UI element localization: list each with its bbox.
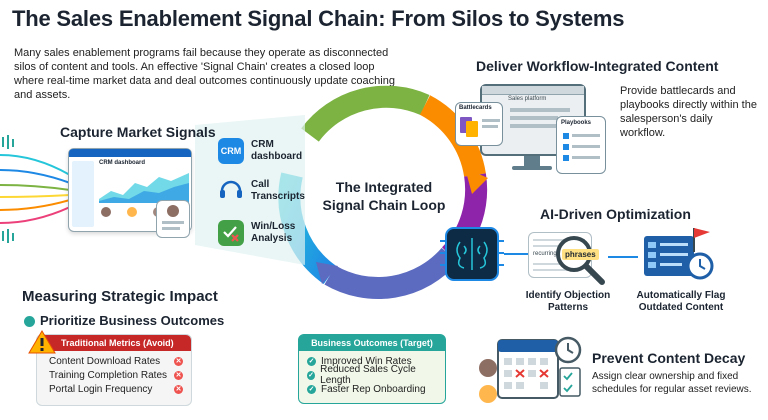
signal-waves-graphic	[0, 135, 70, 243]
loop-arrow-head	[465, 168, 488, 194]
recurring-word: recurring	[533, 251, 557, 257]
brain-chip-icon	[440, 227, 504, 281]
crm-contact-card	[156, 200, 190, 238]
impact-bullet-dot	[24, 316, 35, 327]
x-mark-icon: ✕	[174, 384, 183, 394]
business-item: ✓Improved Win Rates	[307, 355, 412, 367]
impact-heading: Measuring Strategic Impact	[22, 288, 218, 305]
business-item: ✓Faster Rep Onboarding	[307, 383, 426, 395]
business-title: Business Outcomes (Target)	[299, 335, 445, 351]
phrases-highlight: phrases	[562, 249, 599, 260]
crm-dashboard-mock: CRM dashboard	[68, 148, 192, 232]
flagged-content-icon	[644, 228, 714, 280]
capture-heading: Capture Market Signals	[60, 124, 216, 140]
brain-connector	[504, 253, 528, 255]
loop-segment-bottom	[324, 247, 459, 299]
ai-caption-objections: Identify Objection Patterns	[525, 290, 611, 313]
platform-label: Sales platform	[508, 96, 547, 102]
dashboard-header-bar	[69, 149, 191, 157]
check-icon: ✓	[307, 370, 316, 380]
magnifier-icon	[556, 236, 605, 285]
battlecards-card: Battlecards	[455, 102, 503, 146]
source-label-winloss: Win/Loss Analysis	[251, 221, 296, 244]
source-label-crm: CRM dashboard	[251, 139, 303, 162]
decay-heading: Prevent Content Decay	[592, 350, 746, 366]
calendar-schedule-icon	[479, 336, 582, 403]
dashboard-avatar	[127, 207, 137, 217]
deliver-heading: Deliver Workflow-Integrated Content	[476, 58, 719, 74]
check-icon: ✓	[307, 356, 316, 366]
deliver-description: Provide battlecards and playbooks direct…	[620, 85, 757, 139]
monitor-stand	[524, 156, 540, 166]
dashboard-sidebar	[72, 161, 94, 227]
traditional-metrics-panel: Traditional Metrics (Avoid) Content Down…	[36, 334, 192, 406]
ai-connector	[608, 256, 638, 258]
crm-icon: CRM	[218, 138, 244, 164]
x-mark-icon: ✕	[174, 370, 183, 380]
check-icon: ✓	[307, 384, 316, 394]
dashboard-avatar	[101, 207, 111, 217]
traditional-item: Training Completion Rates✕	[49, 369, 183, 381]
impact-subheading: Prioritize Business Outcomes	[40, 313, 225, 328]
warning-icon	[28, 330, 56, 354]
monitor-base	[512, 166, 552, 170]
traditional-item: Portal Login Frequency✕	[49, 383, 183, 395]
headset-icon	[220, 180, 242, 198]
dashboard-area-chart	[99, 173, 189, 203]
dashboard-title: CRM dashboard	[99, 160, 146, 166]
business-item: ✓Reduced Sales Cycle Length	[307, 364, 416, 386]
ai-caption-flag: Automatically Flag Outdated Content	[636, 290, 726, 313]
loop-center-label: The Integrated Signal Chain Loop	[322, 179, 446, 213]
decay-description: Assign clear ownership and fixed schedul…	[592, 371, 752, 395]
intro-paragraph: Many sales enablement programs fail beca…	[14, 47, 395, 101]
ai-heading: AI-Driven Optimization	[540, 206, 691, 222]
business-outcomes-panel: Business Outcomes (Target) ✓Improved Win…	[298, 334, 446, 404]
traditional-item: Content Download Rates✕	[49, 355, 183, 367]
loop-arrow-head	[316, 262, 338, 284]
page-title: The Sales Enablement Signal Chain: From …	[12, 6, 625, 31]
playbooks-card: Playbooks	[556, 116, 606, 174]
source-label-calls: Call Transcripts	[251, 179, 305, 202]
x-mark-icon: ✕	[174, 356, 183, 366]
loop-segment-top	[301, 85, 430, 142]
check-cross-icon	[218, 220, 244, 246]
traditional-title: Traditional Metrics (Avoid)	[37, 335, 191, 351]
